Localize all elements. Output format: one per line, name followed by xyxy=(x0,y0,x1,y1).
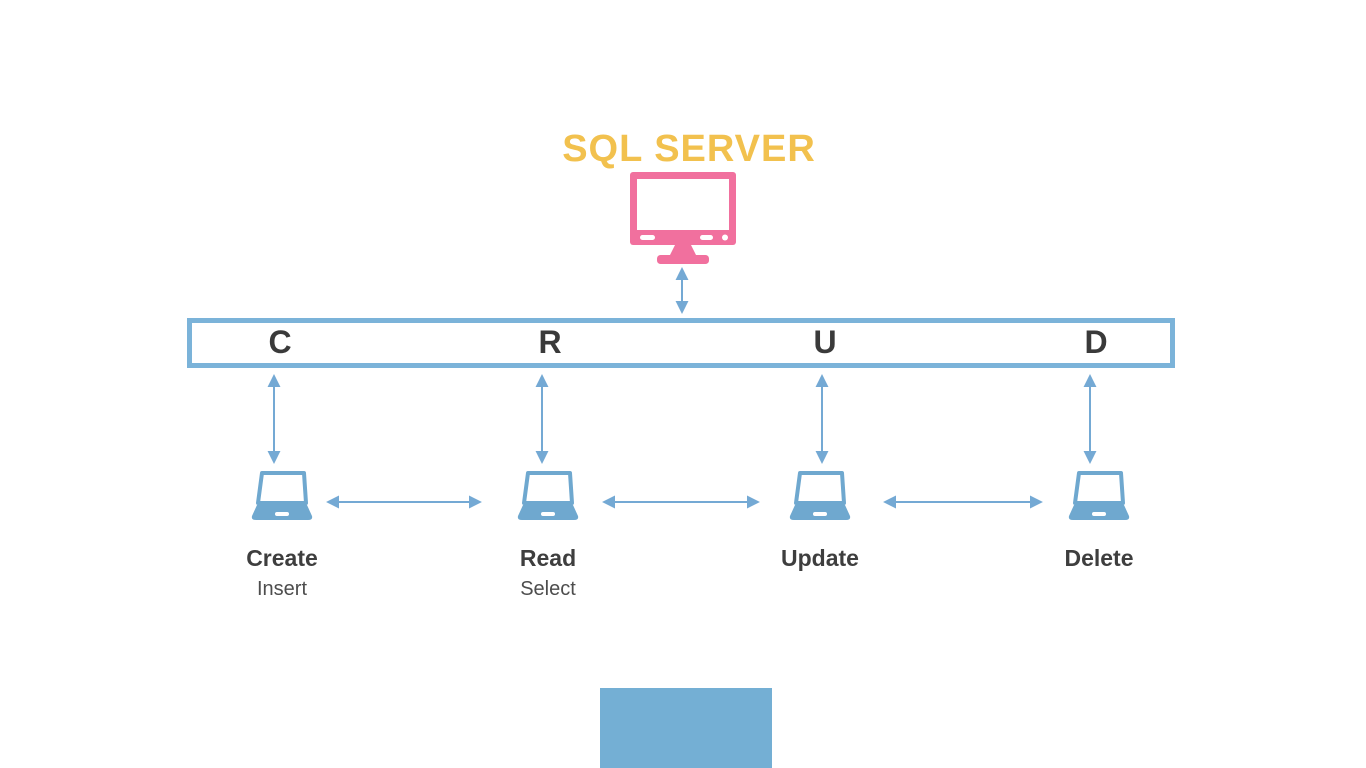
node-update: Update xyxy=(730,471,910,598)
node-sublabel xyxy=(1009,578,1189,598)
node-sublabel xyxy=(730,578,910,598)
diagram-title: SQL SERVER xyxy=(562,128,816,170)
bottom-rectangle xyxy=(600,688,772,768)
node-create: Create Insert xyxy=(192,471,372,600)
monitor-icon xyxy=(630,172,736,264)
node-delete: Delete xyxy=(1009,471,1189,598)
laptop-icon xyxy=(1068,471,1130,520)
laptop-icon xyxy=(789,471,851,520)
node-sublabel: Select xyxy=(520,578,576,601)
crud-letter-c: C xyxy=(268,323,292,360)
crud-letter-u: U xyxy=(813,323,837,360)
node-label: Create xyxy=(246,545,318,571)
node-sublabel: Insert xyxy=(256,578,308,601)
laptop-icon xyxy=(251,471,313,520)
node-read: Read Select xyxy=(458,471,638,600)
node-label: Update xyxy=(781,545,859,571)
node-label: Read xyxy=(519,545,577,571)
crud-bar: C R U D xyxy=(187,318,1175,368)
crud-letter-d: D xyxy=(1084,323,1108,360)
crud-letter-r: R xyxy=(538,323,562,360)
node-label: Delete xyxy=(1064,545,1134,571)
laptop-icon xyxy=(517,471,579,520)
